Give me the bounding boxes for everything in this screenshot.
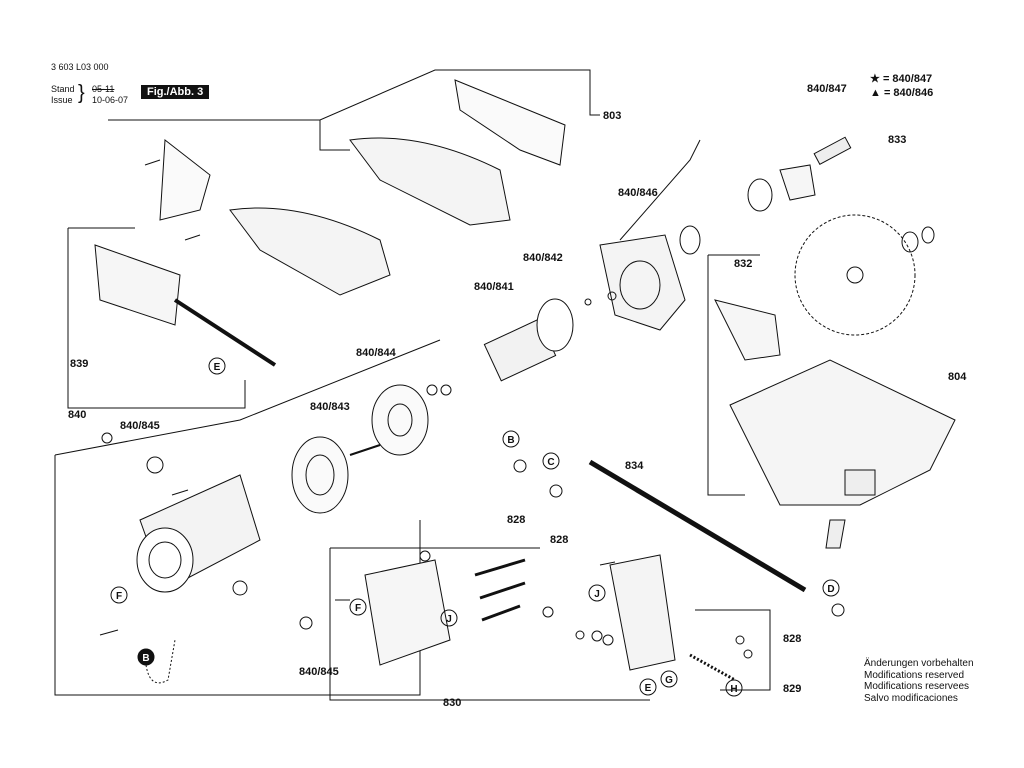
legend-item-triangle: ▲ = 840/846 xyxy=(870,87,934,99)
lower-guard xyxy=(729,359,956,506)
legend-item-star: ★ = 840/847 xyxy=(870,73,933,85)
bracket-803-lower xyxy=(319,120,350,151)
issue-label: Issue xyxy=(51,95,73,105)
bracket-830 xyxy=(329,548,650,701)
stand-label: Stand xyxy=(51,84,75,94)
callout-828-c: 828 xyxy=(550,534,568,546)
document-number: 3 603 L03 000 xyxy=(51,62,109,72)
letter-d: D xyxy=(827,584,834,595)
letter-g: G xyxy=(665,675,673,686)
callout-829: 829 xyxy=(783,683,801,695)
callout-840-843: 840/843 xyxy=(310,401,350,413)
callout-840: 840 xyxy=(68,409,86,421)
callout-840-842: 840/842 xyxy=(523,252,563,264)
washer-833a xyxy=(901,231,919,253)
riving-knife-lever xyxy=(714,299,781,361)
guard-top-plate xyxy=(454,79,566,166)
saw-blade xyxy=(794,214,916,336)
callout-840-845-upper: 840/845 xyxy=(120,420,160,432)
flange-847 xyxy=(779,164,816,201)
bearing-housing xyxy=(371,384,429,456)
bracket-829 xyxy=(695,609,771,691)
wire-loop xyxy=(145,639,176,684)
callout-840-846: 840/846 xyxy=(618,187,658,199)
bracket-832 xyxy=(707,255,745,496)
motor-fan xyxy=(136,527,194,593)
old-date: 05-11 xyxy=(92,84,115,94)
callout-833: 833 xyxy=(888,134,906,146)
callout-839: 839 xyxy=(70,358,88,370)
guard-side-plate xyxy=(159,139,211,221)
letter-c: C xyxy=(547,457,554,468)
guard-cover xyxy=(229,207,391,296)
callout-828-d: 828 xyxy=(783,633,801,645)
callout-803: 803 xyxy=(603,110,621,122)
screws xyxy=(99,159,616,636)
callout-840-845-lower: 840/845 xyxy=(299,666,339,678)
bearing-847 xyxy=(747,178,773,212)
switch-bracket xyxy=(364,559,451,666)
gear-housing xyxy=(599,234,686,331)
letter-j-frame: J xyxy=(446,614,452,625)
brace-mark: } xyxy=(78,82,85,104)
legend: ★ = 840/847 ▲ = 840/846 xyxy=(870,72,933,100)
stator-coil xyxy=(291,436,349,514)
triangle-icon: ▲ xyxy=(870,87,881,99)
letter-f-left: F xyxy=(116,591,122,602)
letter-f-frame: F xyxy=(355,603,361,614)
callout-834: 834 xyxy=(625,460,644,472)
star-icon: ★ xyxy=(870,73,880,85)
letter-circles xyxy=(110,357,840,697)
letter-b-lower: B xyxy=(142,653,149,664)
letter-b-upper: B xyxy=(507,435,514,446)
letter-h: H xyxy=(730,684,737,695)
letter-j-box: J xyxy=(594,589,600,600)
letter-e-lower: E xyxy=(645,683,652,694)
callout-828-b: 828 xyxy=(507,514,525,526)
callout-830: 830 xyxy=(443,697,461,709)
bracket-840-diagonal xyxy=(54,339,441,456)
modification-note: Änderungen vorbehalten Modifications res… xyxy=(864,658,974,704)
figure-label: Fig./Abb. 3 xyxy=(141,85,210,99)
small-parts xyxy=(101,291,845,659)
plate-839 xyxy=(94,244,181,326)
shaft-847 xyxy=(813,136,852,165)
callout-804: 804 xyxy=(948,371,967,383)
gear-847 xyxy=(679,225,701,255)
issue-date: 10-06-07 xyxy=(92,95,129,105)
callout-840-847: 840/847 xyxy=(807,83,847,95)
washer-833b xyxy=(921,226,935,244)
callout-840-844: 840/844 xyxy=(356,347,397,359)
rod-834 xyxy=(588,459,807,593)
callout-840-841: 840/841 xyxy=(474,281,514,293)
guard-shell xyxy=(349,137,511,226)
callout-832: 832 xyxy=(734,258,752,270)
letter-e-upper: E xyxy=(214,362,221,373)
bracket-839 xyxy=(67,228,246,409)
armature-gear xyxy=(536,298,574,352)
bracket-840-846-line xyxy=(619,139,701,241)
switch-box xyxy=(609,554,676,671)
